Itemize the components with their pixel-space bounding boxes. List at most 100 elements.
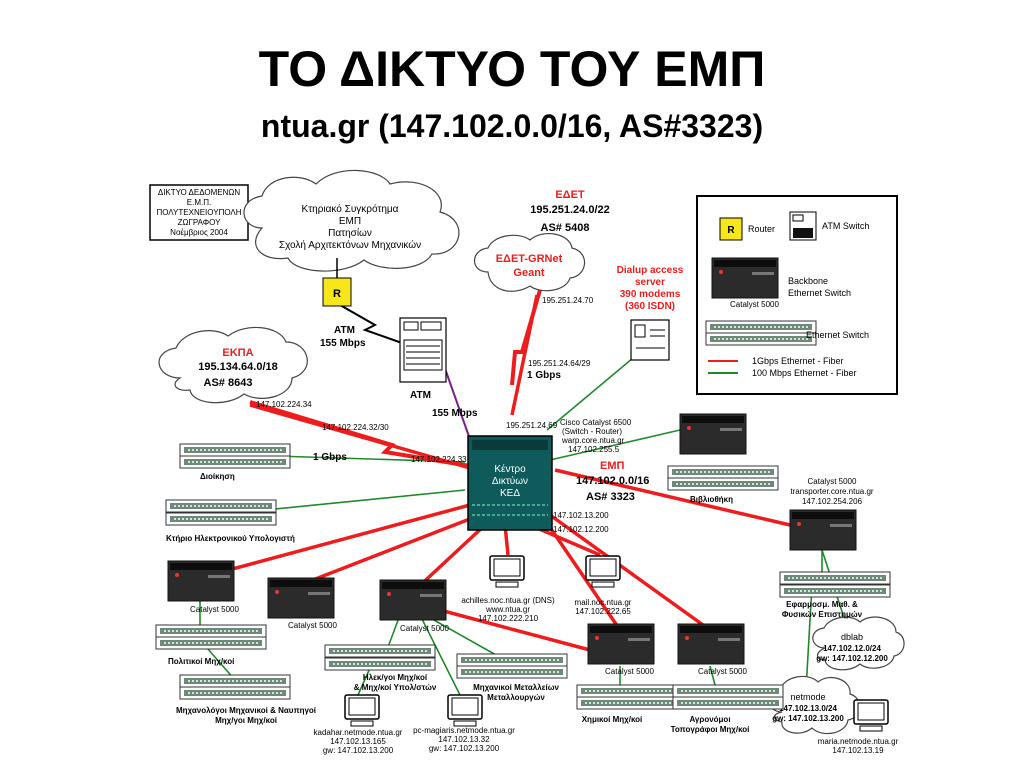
label-agro-1: Αγρονόμοι: [689, 715, 730, 724]
cisco-line1: Cisco Catalyst 6500: [560, 418, 632, 427]
netmode-line1: netmode: [790, 692, 825, 702]
gbps-grnet: 1 Gbps: [527, 370, 561, 381]
switch-efarm-2: [779, 584, 891, 598]
ip-ekpa-link3: 147.102.224.33: [411, 455, 467, 464]
legend-backbone-caption: Catalyst 5000: [730, 300, 779, 309]
dblab-line1: dblab: [841, 632, 863, 642]
emp-name: ΕΜΠ: [600, 460, 625, 472]
atm-link-label1: ATM: [334, 325, 355, 336]
switch-efarm-1: [779, 571, 891, 585]
catalyst-ilek: [379, 579, 447, 621]
switch-naft-1: [179, 674, 291, 688]
info-line4: ΖΩΓΡΑΦΟΥ: [178, 218, 221, 227]
catalyst-2: [267, 577, 335, 619]
cloud-grnet: ΕΔΕΤ-GRNet Geant: [473, 232, 586, 292]
switch-met-2: [456, 665, 568, 679]
pc-kadahar-icon: [344, 694, 380, 727]
atm-switch: [399, 317, 447, 383]
switch-dioikisi-1: [179, 443, 291, 457]
achilles-line1: achilles.noc.ntua.gr (DNS): [461, 596, 555, 605]
dblab-line3: gw: 147.102.12.200: [816, 654, 888, 663]
edet-as: AS# 5408: [541, 222, 590, 234]
legend-backbone-1: Backbone: [788, 276, 828, 286]
label-cat-ximikoi: Catalyst 5000: [605, 667, 654, 676]
page-title: ΤΟ ΔΙΚΤΥΟ ΤΟΥ ΕΜΠ: [258, 41, 766, 97]
legend-atm-switch-label: ATM Switch: [822, 221, 869, 231]
page-subtitle: ntua.gr (147.102.0.0/16, AS#3323): [260, 108, 764, 144]
info-line1: ΔΙΚΤΥΟ ΔΕΔΟΜΕΝΩΝ: [158, 188, 241, 197]
dialup-line2: server: [635, 277, 665, 288]
link-cat3-pcmag: [419, 614, 461, 696]
legend: R Router ATM Switch Backbone Ethernet Sw…: [696, 195, 898, 395]
label-cat-politikoi: Catalyst 5000: [190, 605, 239, 614]
emp-info: ΕΜΠ 147.102.0.0/16 AS# 3323: [576, 460, 649, 503]
netmode-line3: gw: 147.102.13.200: [772, 714, 844, 723]
label-cat-ilek: Catalyst 5000: [400, 624, 449, 633]
switch-vivliothiki-2: [667, 477, 779, 491]
ekpa-net: 195.134.64.0/18: [198, 361, 278, 373]
switch-ilek-1: [324, 644, 436, 658]
label-politikoi: Πολιτικοί Μηχ/κοί: [168, 657, 234, 666]
switch-ximikoi-2: [576, 696, 688, 710]
label-ilek-2: & Μηχ/κοί Υπολ/στών: [354, 683, 437, 692]
info-line5: Νοέμβριος 2004: [170, 228, 228, 237]
link-trans-netmode: [805, 584, 813, 691]
cisco-info: Cisco Catalyst 6500 (Switch - Router) wa…: [560, 418, 632, 454]
catalyst-agronomoi: [677, 623, 745, 665]
link-core-ky: [264, 489, 466, 511]
ekpa-name: ΕΚΠΑ: [222, 347, 253, 359]
pcmag-line2: 147.102.13.32: [438, 735, 490, 744]
label-met-2: Μεταλλουργών: [487, 693, 545, 702]
info-line3: ΠΟΛΥΤΕΧΝΕΙΟΥΠΟΛΗ: [156, 208, 241, 217]
netmode-line2: 147.102.13.0/24: [779, 704, 837, 713]
label-cat-agro: Catalyst 5000: [698, 667, 747, 676]
atm-device-label: ATM: [410, 390, 431, 401]
grnet-line1: ΕΔΕΤ-GRNet: [496, 253, 563, 265]
backbone-switch-legend-icon: [711, 257, 779, 299]
switch-ilek-2: [324, 657, 436, 671]
cisco-line4: 147.102.255.5: [568, 445, 620, 454]
gbps-ekpa: 1 Gbps: [313, 452, 347, 463]
label-cat-2: Catalyst 5000: [288, 621, 337, 630]
info-box: ΔΙΚΤΥΟ ΔΕΔΟΜΕΝΩΝ Ε.Μ.Π. ΠΟΛΥΤΕΧΝΕΙΟΥΠΟΛΗ…: [149, 184, 249, 241]
ethernet-switch-legend-icon: [705, 320, 817, 334]
label-ky: Κτήριο Ηλεκτρονικού Υπολογιστή: [166, 534, 295, 543]
pc-maria-icon: [853, 699, 889, 732]
pc-pcmag-icon: [447, 694, 483, 727]
link-atm-core: [441, 359, 473, 446]
dblab-line2: 147.102.12.0/24: [823, 644, 881, 653]
patision-line4: Σχολή Αρχιτεκτόνων Μηχανικών: [279, 239, 421, 251]
grnet-line2: Geant: [513, 267, 545, 279]
cloud-patision: Κτηριακό Συγκρότημα ΕΜΠ Πατησίων Σχολή Α…: [243, 169, 460, 272]
core-line2: Δικτύων: [492, 475, 528, 487]
link-agro-sw: [709, 665, 716, 686]
catalyst-politikoi: [167, 560, 235, 602]
link-ilek-kad: [357, 667, 371, 696]
server-mail-icon: [585, 555, 621, 588]
info-line2: Ε.Μ.Π.: [187, 198, 211, 207]
switch-politikoi-2: [155, 636, 267, 650]
switch-met-1: [456, 653, 568, 667]
catalyst-ximikoi: [587, 623, 655, 665]
cisco-line3: warp.core.ntua.gr: [561, 436, 625, 445]
ip-grnet2: 195.251.24.64/29: [528, 359, 591, 368]
catalyst-transporter: [789, 509, 857, 551]
edet-net: 195.251.24.0/22: [530, 204, 610, 216]
edet-name: ΕΔΕΤ: [555, 189, 585, 201]
link-core-cat3: [413, 523, 487, 592]
legend-router-label: Router: [748, 224, 775, 234]
link-core-agronomoi: [548, 513, 712, 632]
link-core-transporter: [554, 468, 791, 527]
switch-ky-2: [165, 512, 277, 526]
grnet-lightning: [510, 289, 542, 386]
link-core-cat2: [299, 513, 481, 587]
link-core-vivliothiki: [549, 429, 681, 461]
label-naft-2: Μηχ/γοι Μηχ/κοί: [215, 716, 277, 725]
router-legend-glyph: R: [727, 225, 735, 236]
patision-line3: Πατησίων: [328, 227, 372, 239]
ip-grnet1: 195.251.24.70: [542, 296, 594, 305]
link-cat3-ximikoi: [439, 608, 591, 652]
label-met-1: Μηχανικοί Μεταλλείων: [473, 683, 559, 692]
label-naft-1: Μηχανολόγοι Μηχανικοί & Ναυπηγοί: [176, 706, 316, 715]
achilles-line2: www.ntua.gr: [485, 605, 530, 614]
